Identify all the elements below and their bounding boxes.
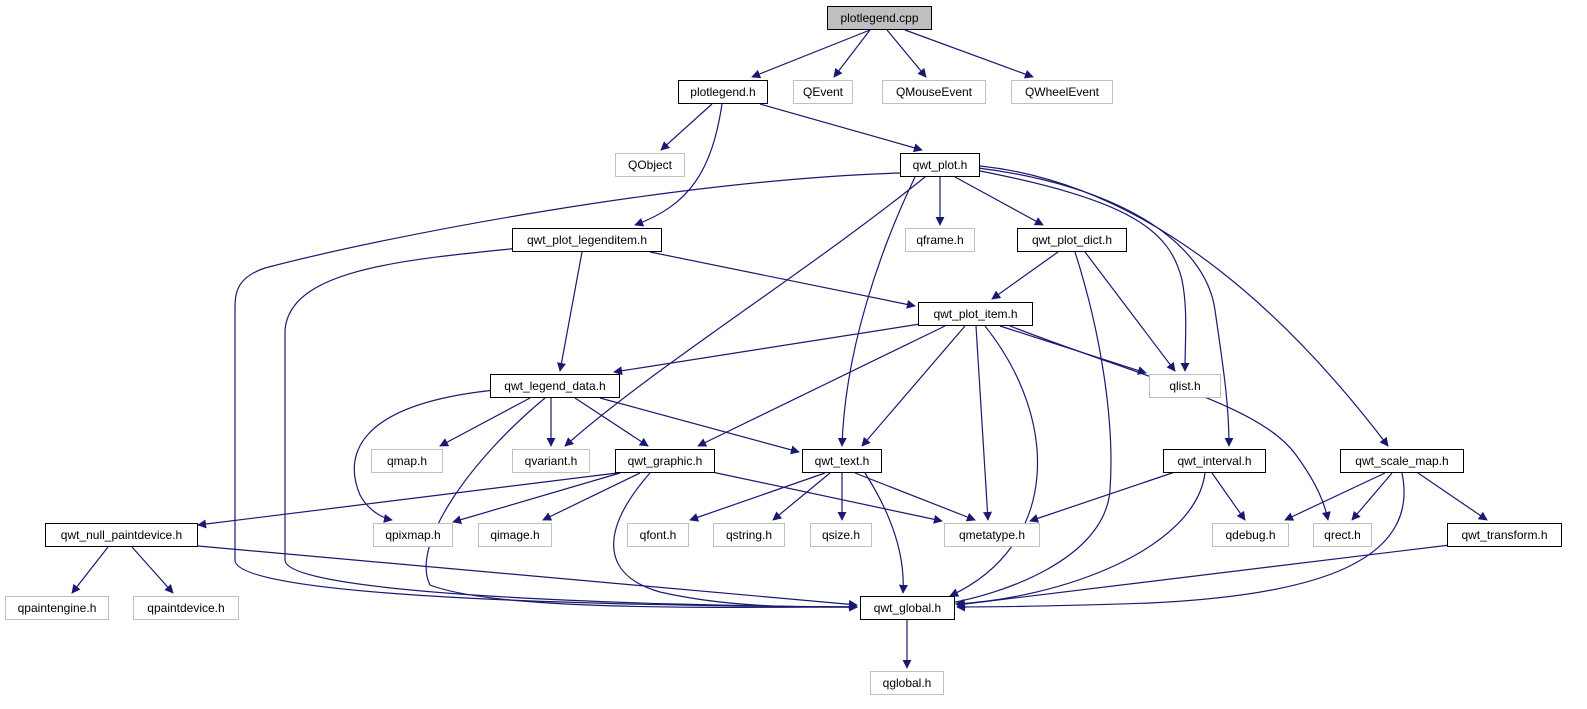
node-qwt-text-h[interactable]: qwt_text.h (802, 449, 882, 473)
edge-plotlegend-cpp-to-qmouseevent (886, 29, 927, 78)
node-qwt-null-paintdevice-h[interactable]: qwt_null_paintdevice.h (45, 523, 198, 547)
node-qfont-h: qfont.h (627, 523, 689, 547)
edge-qwt-plot-legenditem-h-to-qwt-legend-data-h (557, 251, 583, 372)
edge-qwt-plot-h-to-qwt-plot-dict-h (954, 176, 1044, 226)
edge-qwt-legend-data-h-to-qpixmap-h (353, 389, 496, 523)
node-qstring-h: qstring.h (713, 523, 785, 547)
edge-qwt-transform-h-to-qwt-global-h (956, 544, 1451, 609)
edge-qwt-interval-h-to-qdebug-h (1211, 472, 1246, 521)
edge-qwt-scale-map-h-to-qrect-h (1351, 472, 1393, 521)
edge-qwt-plot-h-to-qlist-h (974, 169, 1190, 372)
edge-qwt-plot-item-h-to-qwt-graphic-h (697, 325, 946, 447)
edge-qwt-scale-map-h-to-qwt-global-h (956, 472, 1405, 612)
edge-plotlegend-cpp-to-qevent (833, 29, 871, 78)
node-qwt-transform-h[interactable]: qwt_transform.h (1447, 523, 1562, 547)
edge-qwt-plot-dict-h-to-qlist-h (1084, 251, 1176, 372)
node-qframe-h: qframe.h (905, 228, 975, 252)
edge-qwt-text-h-to-qwt-global-h (864, 472, 908, 594)
node-qwt-graphic-h[interactable]: qwt_graphic.h (615, 449, 715, 473)
node-qwt-legend-data-h[interactable]: qwt_legend_data.h (490, 374, 620, 398)
node-qdebug-h: qdebug.h (1212, 523, 1289, 547)
edge-plotlegend-h-to-qwt-plot-legenditem-h (634, 103, 723, 227)
edge-qwt-null-paintdevice-h-to-qpaintengine-h (71, 546, 109, 594)
node-qwt-plot-item-h[interactable]: qwt_plot_item.h (918, 302, 1033, 326)
edge-qwt-plot-item-h-to-qmetatype-h (975, 325, 992, 521)
edge-qwt-plot-legenditem-h-to-qwt-global-h (284, 247, 858, 612)
edge-qwt-interval-h-to-qmetatype-h (1029, 471, 1176, 523)
node-qglobal-h: qglobal.h (870, 671, 944, 695)
edge-qwt-plot-h-to-qvariant-h (564, 176, 926, 447)
node-qmetatype-h: qmetatype.h (944, 523, 1040, 547)
node-qpaintengine-h: qpaintengine.h (5, 596, 109, 620)
edge-qwt-graphic-h-to-qmetatype-h (711, 471, 943, 524)
node-qwheelevent: QWheelEvent (1011, 80, 1113, 104)
edge-qwt-text-h-to-qfont-h (689, 472, 826, 522)
edge-qwt-legend-data-h-to-qmap-h (439, 397, 531, 447)
edge-qwt-text-h-to-qstring-h (772, 472, 831, 521)
node-qwt-plot-dict-h[interactable]: qwt_plot_dict.h (1017, 228, 1127, 252)
node-qimage-h: qimage.h (478, 523, 552, 547)
edge-qwt-null-paintdevice-h-to-qpaintdevice-h (131, 546, 174, 594)
node-qmouseevent: QMouseEvent (882, 80, 986, 104)
edge-qwt-legend-data-h-to-qwt-graphic-h (574, 397, 649, 447)
node-qsize-h: qsize.h (810, 523, 872, 547)
edge-qwt-scale-map-h-to-qwt-transform-h (1417, 472, 1488, 521)
edge-plotlegend-cpp-to-qwheelevent (904, 29, 1034, 79)
edge-qwt-plot-dict-h-to-qwt-plot-item-h (991, 251, 1059, 300)
node-qvariant-h: qvariant.h (512, 449, 590, 473)
node-qwt-plot-h[interactable]: qwt_plot.h (900, 153, 980, 177)
edge-plotlegend-h-to-qobject (660, 103, 713, 151)
edge-qwt-graphic-h-to-qwt-global-h (613, 472, 858, 612)
node-qwt-scale-map-h[interactable]: qwt_scale_map.h (1340, 449, 1464, 473)
edge-qwt-text-h-to-qmetatype-h (854, 472, 976, 522)
edge-qwt-plot-item-h-to-qwt-legend-data-h (613, 323, 921, 376)
edge-qwt-plot-legenditem-h-to-qwt-plot-item-h (649, 251, 916, 309)
node-plotlegend-h[interactable]: plotlegend.h (678, 80, 768, 104)
node-plotlegend-cpp: plotlegend.cpp (827, 6, 932, 30)
node-qpaintdevice-h: qpaintdevice.h (133, 596, 239, 620)
edge-plotlegend-cpp-to-plotlegend-h (751, 29, 871, 79)
node-qobject: QObject (615, 153, 685, 177)
edge-qwt-plot-dict-h-to-qwt-global-h (944, 251, 1112, 608)
node-qevent: QEvent (793, 80, 853, 104)
node-qmap-h: qmap.h (371, 449, 443, 473)
edge-qwt-plot-h-to-qwt-scale-map-h (979, 165, 1389, 447)
edge-qwt-null-paintdevice-h-to-qwt-global-h (197, 545, 858, 609)
node-qpixmap-h: qpixmap.h (373, 523, 453, 547)
node-qwt-plot-legenditem-h[interactable]: qwt_plot_legenditem.h (512, 228, 662, 252)
edge-qwt-legend-data-h-to-qwt-global-h (425, 397, 858, 612)
edge-plotlegend-h-to-qwt-plot-h (759, 103, 923, 153)
edge-qwt-scale-map-h-to-qdebug-h (1284, 472, 1386, 521)
edge-qwt-plot-item-h-to-qwt-global-h (949, 325, 1039, 597)
edge-qwt-plot-item-h-to-qrect-h (1009, 325, 1331, 521)
node-qwt-interval-h[interactable]: qwt_interval.h (1163, 449, 1266, 473)
edge-qwt-plot-item-h-to-qwt-text-h (861, 325, 966, 447)
edge-qwt-plot-h-to-qwt-global-h (234, 172, 901, 612)
node-qwt-global-h[interactable]: qwt_global.h (860, 596, 955, 620)
node-qlist-h: qlist.h (1149, 374, 1221, 398)
edge-qwt-legend-data-h-to-qwt-text-h (599, 397, 800, 455)
edge-qwt-graphic-h-to-qwt-null-paintdevice-h (197, 471, 626, 529)
node-qrect-h: qrect.h (1313, 523, 1372, 547)
edge-qwt-plot-h-to-qwt-text-h (837, 176, 916, 447)
edge-qwt-graphic-h-to-qpixmap-h (452, 472, 621, 525)
edge-qwt-graphic-h-to-qimage-h (542, 472, 641, 521)
